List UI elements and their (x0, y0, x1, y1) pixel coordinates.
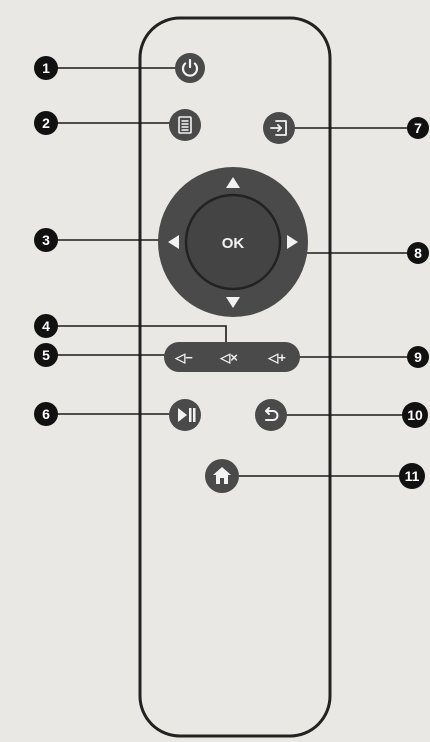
callout-10: 10 (402, 402, 428, 428)
back-icon (265, 407, 279, 421)
menu-list-icon (178, 116, 192, 134)
dpad: OK (158, 167, 308, 317)
play-pause-icon (178, 408, 196, 422)
source-button[interactable] (263, 112, 295, 144)
callout-1: 1 (34, 56, 58, 80)
callout-4: 4 (34, 314, 58, 338)
callout-label: 8 (414, 245, 422, 261)
callout-label: 3 (42, 232, 50, 248)
mute-button[interactable]: ◁× (219, 350, 238, 365)
callout-label: 10 (407, 407, 423, 423)
callout-label: 6 (42, 406, 50, 422)
callout-label: 11 (405, 468, 420, 484)
input-source-icon (270, 120, 287, 136)
callout-6: 6 (34, 402, 58, 426)
callout-2: 2 (34, 111, 58, 135)
callout-label: 5 (42, 347, 50, 363)
volume-bar: ◁− ◁× ◁+ (164, 342, 300, 372)
power-icon (181, 58, 199, 77)
leader-lines (56, 67, 408, 477)
callout-label: 4 (42, 318, 50, 334)
callout-label: 9 (414, 349, 422, 365)
arrow-right-icon[interactable] (287, 235, 298, 249)
callout-5: 5 (34, 343, 58, 367)
callout-3: 3 (34, 228, 58, 252)
callout-label: 7 (414, 120, 422, 136)
arrow-up-icon[interactable] (226, 177, 240, 188)
callout-9: 9 (407, 346, 429, 368)
callout-11: 11 (399, 463, 425, 489)
callout-7: 7 (407, 117, 429, 139)
ok-label: OK (222, 235, 245, 252)
volume-up-button[interactable]: ◁+ (267, 350, 286, 365)
callout-8: 8 (407, 242, 429, 264)
callout-label: 2 (42, 115, 50, 131)
callout-label: 1 (42, 60, 50, 76)
power-button[interactable] (175, 53, 205, 83)
arrow-down-icon[interactable] (226, 297, 240, 308)
arrow-left-icon[interactable] (168, 235, 179, 249)
play-pause-button[interactable] (169, 399, 201, 431)
home-button[interactable] (205, 459, 239, 493)
remote-body (138, 16, 332, 738)
menu-button[interactable] (169, 109, 201, 141)
ok-button[interactable] (184, 193, 282, 291)
back-button[interactable] (255, 399, 287, 431)
volume-down-button[interactable]: ◁− (174, 350, 193, 365)
home-icon (213, 467, 231, 484)
